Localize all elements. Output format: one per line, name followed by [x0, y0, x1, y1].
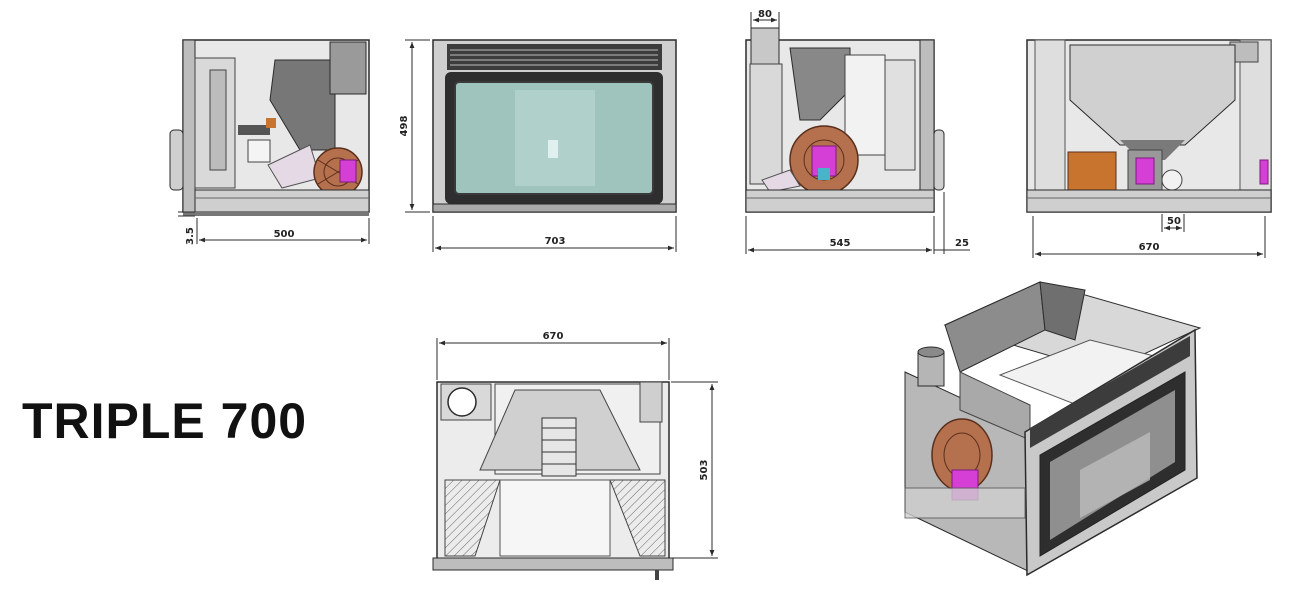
dim-front-height: 498: [399, 116, 410, 137]
side-view-right: 80 545 25: [745, 9, 970, 254]
dim-flue-diameter: 80: [758, 9, 772, 20]
dim-side-right-depth: 545: [830, 238, 851, 249]
dim-handle-offset: 25: [955, 238, 969, 249]
dim-front-width: 703: [545, 236, 566, 247]
auger-motor: [1067, 151, 1117, 195]
dim-outlet-offset: 50: [1167, 216, 1181, 227]
dim-side-left-foot: 3.5: [185, 227, 196, 245]
flue-outlet-icon: [447, 387, 477, 417]
side-view-left: 500 3.5: [169, 39, 370, 245]
dim-side-left-depth: 500: [274, 229, 295, 240]
product-title: TRIPLE 700: [22, 393, 308, 449]
flue-pipe: [750, 27, 780, 69]
front-view: 703 498: [399, 39, 677, 252]
top-view: 670 503: [432, 331, 718, 580]
dim-top-depth: 503: [699, 460, 710, 481]
rear-view: 50 670: [1026, 39, 1272, 258]
dim-rear-width: 670: [1139, 242, 1160, 253]
dim-top-width: 670: [543, 331, 564, 342]
isometric-view: [904, 281, 1202, 577]
